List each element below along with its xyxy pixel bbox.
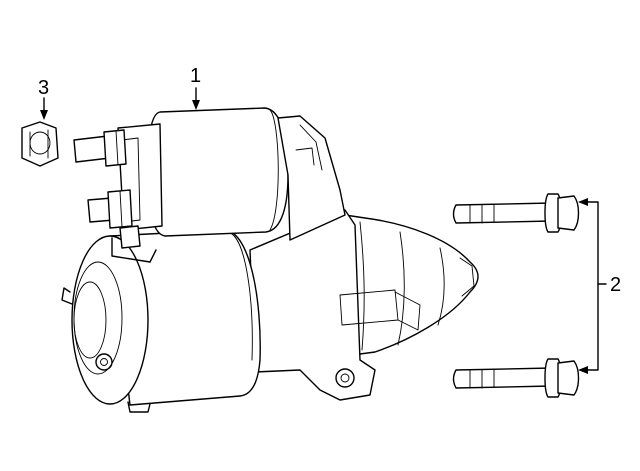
- leader-starter: [192, 87, 200, 110]
- starter-solenoid: [117, 107, 346, 241]
- bolt-upper: [452, 193, 580, 233]
- leader-bolts: [578, 198, 607, 374]
- leader-nut: [40, 97, 48, 120]
- starter-motor: [61, 107, 479, 413]
- starter-motor-body: [61, 229, 261, 413]
- callout-nut: 3: [38, 77, 49, 99]
- callout-starter: 1: [190, 65, 201, 87]
- solenoid-terminal-upper: [73, 129, 127, 167]
- starter-nose-housing: [344, 214, 479, 357]
- solenoid-terminal-lower: [87, 189, 141, 249]
- bolt-lower: [452, 358, 580, 398]
- callout-bolts: 2: [610, 274, 621, 296]
- nut: [21, 121, 59, 167]
- starter-mount-flange: [249, 209, 421, 401]
